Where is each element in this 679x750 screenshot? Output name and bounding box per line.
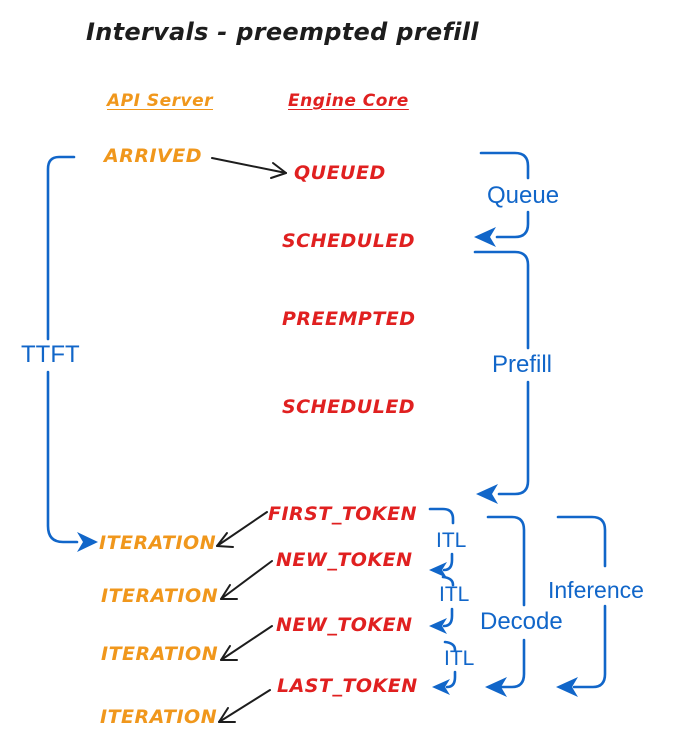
ttft-bracket (46, 155, 98, 552)
event-queued: QUEUED (294, 162, 386, 184)
interval-label-inference: Inference (548, 577, 644, 603)
event-first-token: FIRST_TOKEN (268, 503, 418, 525)
itl-hop-3 (432, 640, 457, 695)
interval-label-decode: Decode (480, 608, 563, 635)
arrow-arrived-to-queued (211, 157, 287, 179)
itl-arrowhead-1-icon (429, 562, 447, 578)
arrow-firsttoken-to-iteration (216, 511, 268, 548)
arrow-lasttoken-to-iteration (218, 689, 271, 723)
column-header-engine-core: Engine Core (288, 91, 409, 111)
event-arrived: ARRIVED (104, 145, 202, 167)
event-new-token-1: NEW_TOKEN (276, 549, 413, 571)
prefill-arrowhead-icon (476, 484, 498, 504)
event-scheduled-1: SCHEDULED (282, 230, 416, 252)
interval-label-ttft: TTFT (21, 341, 80, 368)
queue-bracket (474, 151, 530, 247)
itl-arrowhead-3-icon (432, 679, 450, 695)
column-header-api-server: API Server (107, 91, 214, 111)
decode-bracket (485, 515, 526, 697)
inference-bracket (556, 515, 607, 697)
interval-label-itl-2: ITL (439, 583, 470, 606)
event-preempted: PREEMPTED (282, 308, 416, 330)
interval-label-queue: Queue (487, 182, 560, 209)
itl-hop-1 (428, 507, 455, 578)
event-last-token: LAST_TOKEN (277, 675, 418, 697)
event-iteration-2: ITERATION (101, 585, 219, 607)
interval-label-itl-3: ITL (444, 647, 475, 670)
itl-arrowhead-2-icon (429, 618, 447, 634)
diagram-title: Intervals - preempted prefill (86, 18, 479, 46)
event-iteration-1: ITERATION (99, 532, 217, 554)
event-scheduled-2: SCHEDULED (282, 396, 416, 418)
arrow-newtoken2-to-iteration (220, 625, 273, 661)
ttft-arrowhead-icon (77, 532, 98, 552)
queue-arrowhead-icon (474, 227, 496, 247)
interval-label-prefill: Prefill (492, 351, 553, 378)
decode-arrowhead-icon (485, 677, 507, 697)
event-iteration-4: ITERATION (100, 706, 218, 728)
inference-arrowhead-icon (556, 677, 578, 697)
itl-hop-2 (429, 575, 455, 634)
arrow-newtoken1-to-iteration (220, 560, 273, 600)
prefill-bracket (473, 250, 530, 504)
event-iteration-3: ITERATION (101, 643, 219, 665)
interval-label-itl-1: ITL (436, 529, 467, 552)
event-new-token-2: NEW_TOKEN (276, 614, 413, 636)
